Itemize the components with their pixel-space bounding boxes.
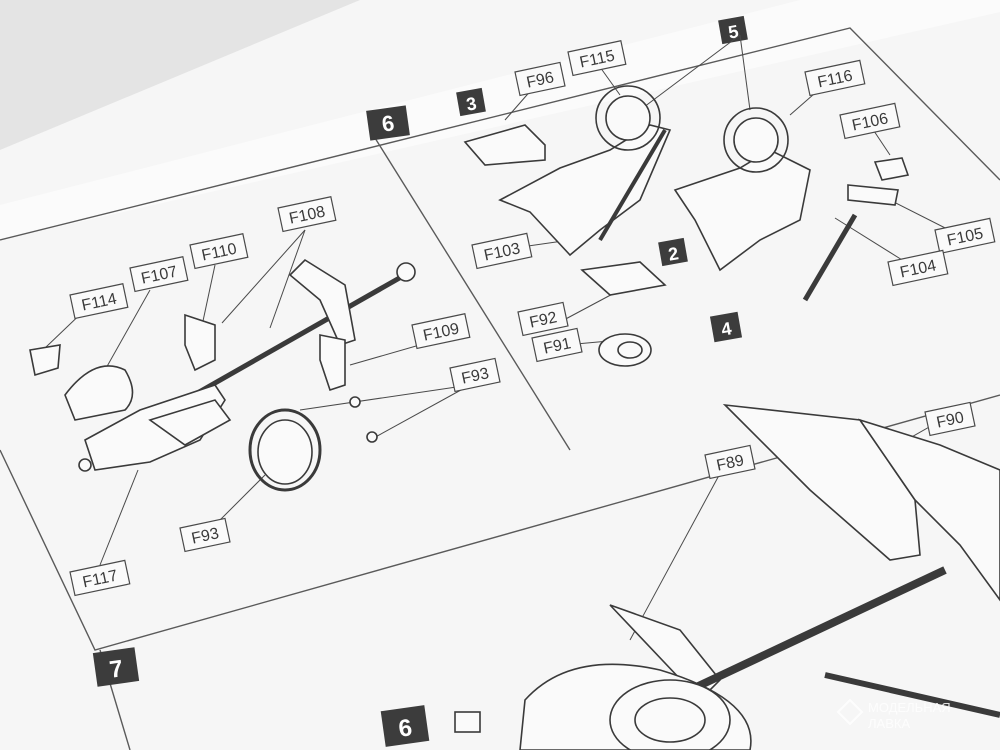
subassembly-number-3: 3 [465,93,478,114]
part-code-f93-right: F93 [460,365,491,387]
part-label-f108: F108 [277,196,337,233]
part-code-f93-bottom: F93 [190,525,221,547]
part-label-f104: F104 [887,249,949,287]
part-code-f90: F90 [935,409,966,431]
part-code-f117: F117 [81,567,119,591]
watermark-emblem [836,698,864,726]
part-label-f115: F115 [567,40,627,77]
part-code-f116: F116 [816,67,854,91]
part-code-f89: F89 [715,452,746,474]
subassembly-number-4: 4 [720,318,733,339]
step-number-6-bottom: 6 [397,714,414,743]
part-code-f114: F114 [80,291,118,315]
part-label-f91: F91 [531,327,583,363]
part-code-f92: F92 [528,309,559,331]
step-number-6-top: 6 [380,110,396,136]
part-label-f89: F89 [704,444,756,480]
part-code-f115: F115 [578,48,616,72]
gun-mount-subassemblies [463,85,910,367]
step-number-7: 7 [108,655,125,684]
part-label-f96: F96 [514,61,566,97]
step-badge-6-top: 6 [366,105,410,141]
part-labels: F114 F107 F110 F108 F109 F93 F93 F117 [69,40,996,597]
watermark-logo: МОДЕЛЬНАЯ ЛАВКА [836,698,951,731]
part-label-f90: F90 [924,401,976,437]
subassembly-badge-4: 4 [709,311,743,343]
part-label-f116: F116 [804,59,866,97]
gun-shield-assembly [454,403,1000,750]
watermark-line-1: МОДЕЛЬНАЯ [868,700,951,715]
paper-edge [0,0,1000,240]
part-label-f110: F110 [189,233,249,270]
step-badge-7: 7 [92,647,140,687]
paper-shadow [0,0,360,150]
subassembly-number-2: 2 [667,243,680,264]
part-label-f109: F109 [411,313,471,350]
part-label-f92: F92 [517,301,569,337]
subassembly-badge-2: 2 [658,237,688,267]
part-label-f117: F117 [69,559,131,597]
part-code-f96: F96 [525,69,556,91]
step-badge-6-bottom: 6 [380,705,430,747]
part-label-f114: F114 [69,283,129,320]
machine-gun-assembly [29,258,416,492]
part-label-f107: F107 [129,256,189,293]
part-label-f93-bottom: F93 [179,517,231,553]
part-label-f103: F103 [471,232,533,270]
part-label-f93-right: F93 [449,357,501,393]
part-code-f91: F91 [542,335,573,357]
part-label-f105: F105 [934,217,996,255]
part-label-f106: F106 [839,102,901,140]
subassembly-badge-3: 3 [456,87,486,117]
watermark-line-2: ЛАВКА [868,716,910,731]
part-code-f110: F110 [200,241,238,265]
